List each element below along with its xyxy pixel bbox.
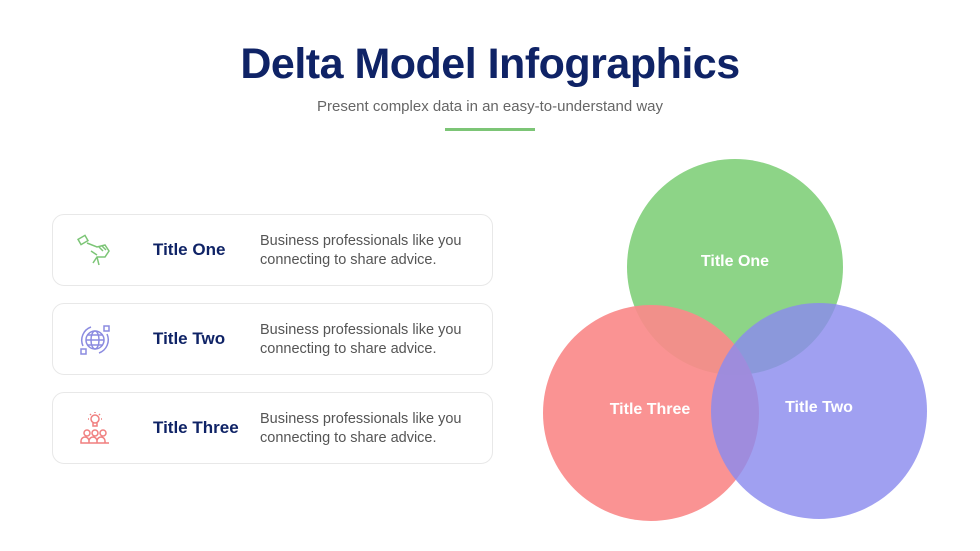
card-title-one: Title One Business professionals like yo…	[52, 214, 493, 286]
handshake-icon	[77, 234, 110, 266]
venn-circle-two	[711, 303, 927, 519]
venn-label-two: Title Two	[785, 399, 853, 416]
title-divider	[445, 128, 535, 131]
card-title-two: Title Two Business professionals like yo…	[52, 303, 493, 375]
team-idea-icon	[80, 412, 109, 444]
card-title: Title Two	[153, 329, 226, 348]
venn-circle-three	[543, 305, 759, 521]
card-title: Title One	[153, 240, 226, 259]
page-title: Delta Model Infographics	[240, 40, 740, 88]
card-description: Business professionals like you connecti…	[260, 322, 462, 357]
globe-network-icon	[80, 325, 110, 355]
venn-label-three: Title Three	[610, 401, 691, 418]
card-description: Business professionals like you connecti…	[260, 233, 462, 268]
page-subtitle: Present complex data in an easy-to-under…	[316, 98, 664, 115]
card-title: Title Three	[153, 418, 239, 437]
venn-label-one: Title One	[701, 253, 769, 270]
card-title-three: Title Three Business professionals like …	[52, 392, 493, 464]
card-description: Business professionals like you connecti…	[260, 411, 462, 446]
